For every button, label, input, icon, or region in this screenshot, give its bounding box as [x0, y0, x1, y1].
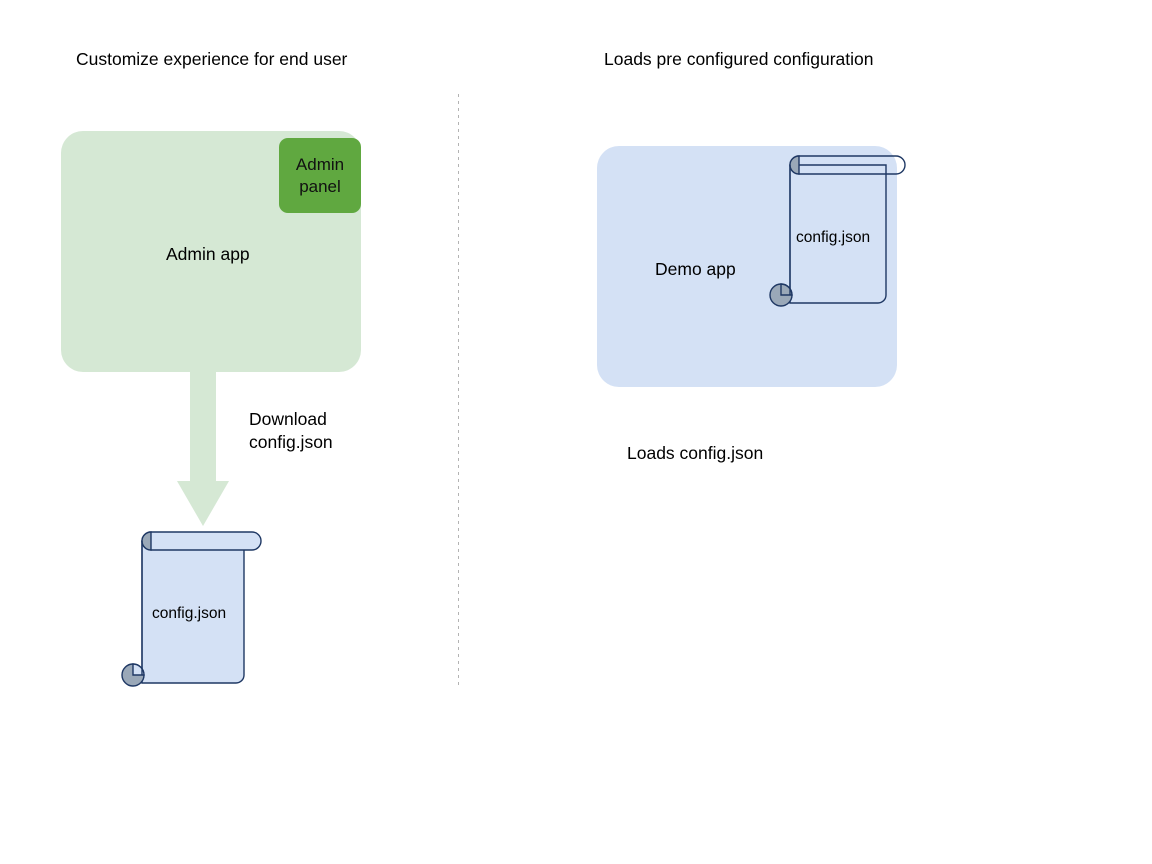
admin-panel-label: Admin panel	[296, 154, 344, 198]
admin-panel-label-line1: Admin	[295, 154, 345, 174]
config-json-label-right: config.json	[796, 229, 871, 246]
config-json-document-left[interactable]	[118, 528, 266, 690]
loads-config-caption: Loads config.json	[627, 443, 764, 463]
admin-panel-node[interactable]: Admin panel	[279, 138, 361, 213]
download-arrow-label-line1: Download	[249, 409, 327, 429]
admin-panel-label-line2: panel	[299, 176, 341, 196]
config-json-label-left: config.json	[152, 605, 227, 622]
admin-app-label: Admin app	[166, 244, 250, 264]
download-arrow-icon	[177, 371, 229, 526]
download-arrow-label: Download config.json	[249, 408, 333, 453]
column-divider	[458, 94, 459, 686]
demo-app-container	[597, 146, 897, 387]
left-column-heading: Customize experience for end user	[76, 49, 348, 69]
download-arrow-label-line2: config.json	[249, 431, 333, 452]
config-json-document-right[interactable]	[766, 152, 914, 310]
right-column-heading: Loads pre configured configuration	[604, 49, 874, 69]
demo-app-label: Demo app	[655, 259, 736, 279]
